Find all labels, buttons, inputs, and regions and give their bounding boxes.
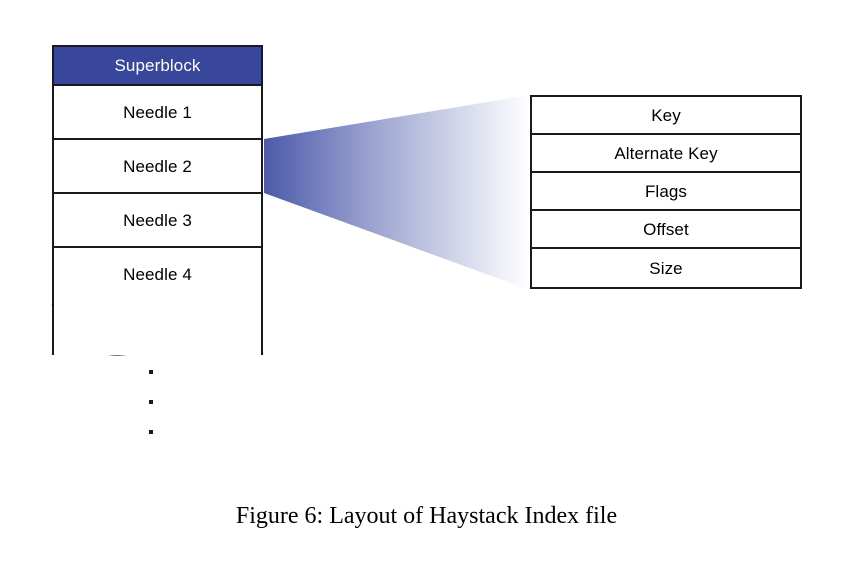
needle-2-label: Needle 2	[123, 156, 192, 176]
continuation-ellipsis-icon	[149, 362, 165, 442]
ellipsis-dot-2	[149, 400, 153, 404]
record-row-offset[interactable]: Offset	[532, 211, 800, 249]
index-row-needle-4[interactable]: Needle 4	[54, 248, 261, 302]
expansion-cone	[264, 95, 530, 290]
record-field-alternate-key-label: Alternate Key	[614, 143, 718, 163]
index-file-table: Superblock Needle 1 Needle 2 Needle 3 Ne…	[52, 45, 263, 302]
index-row-needle-3[interactable]: Needle 3	[54, 194, 261, 248]
needle-3-label: Needle 3	[123, 210, 192, 230]
record-field-size-label: Size	[649, 258, 683, 278]
index-row-needle-1[interactable]: Needle 1	[54, 86, 261, 140]
record-field-key-label: Key	[651, 105, 681, 125]
ellipsis-dot-3	[149, 430, 153, 434]
ellipsis-dot-1	[149, 370, 153, 374]
index-row-superblock[interactable]: Superblock	[54, 47, 261, 86]
needle-4-label: Needle 4	[123, 264, 192, 284]
superblock-label: Superblock	[114, 56, 201, 75]
record-row-alternate-key[interactable]: Alternate Key	[532, 135, 800, 173]
record-field-flags-label: Flags	[644, 181, 688, 201]
needle-record-table: Key Alternate Key Flags Offset Size	[530, 95, 802, 289]
record-field-offset-label: Offset	[643, 219, 689, 239]
index-file-truncation-stub	[52, 297, 263, 355]
index-row-needle-2[interactable]: Needle 2	[54, 140, 261, 194]
figure-caption: Figure 6: Layout of Haystack Index file	[235, 503, 618, 529]
needle-1-label: Needle 1	[123, 102, 192, 122]
record-row-flags[interactable]: Flags	[532, 173, 800, 211]
record-row-key[interactable]: Key	[532, 97, 800, 135]
record-row-size[interactable]: Size	[532, 249, 800, 287]
